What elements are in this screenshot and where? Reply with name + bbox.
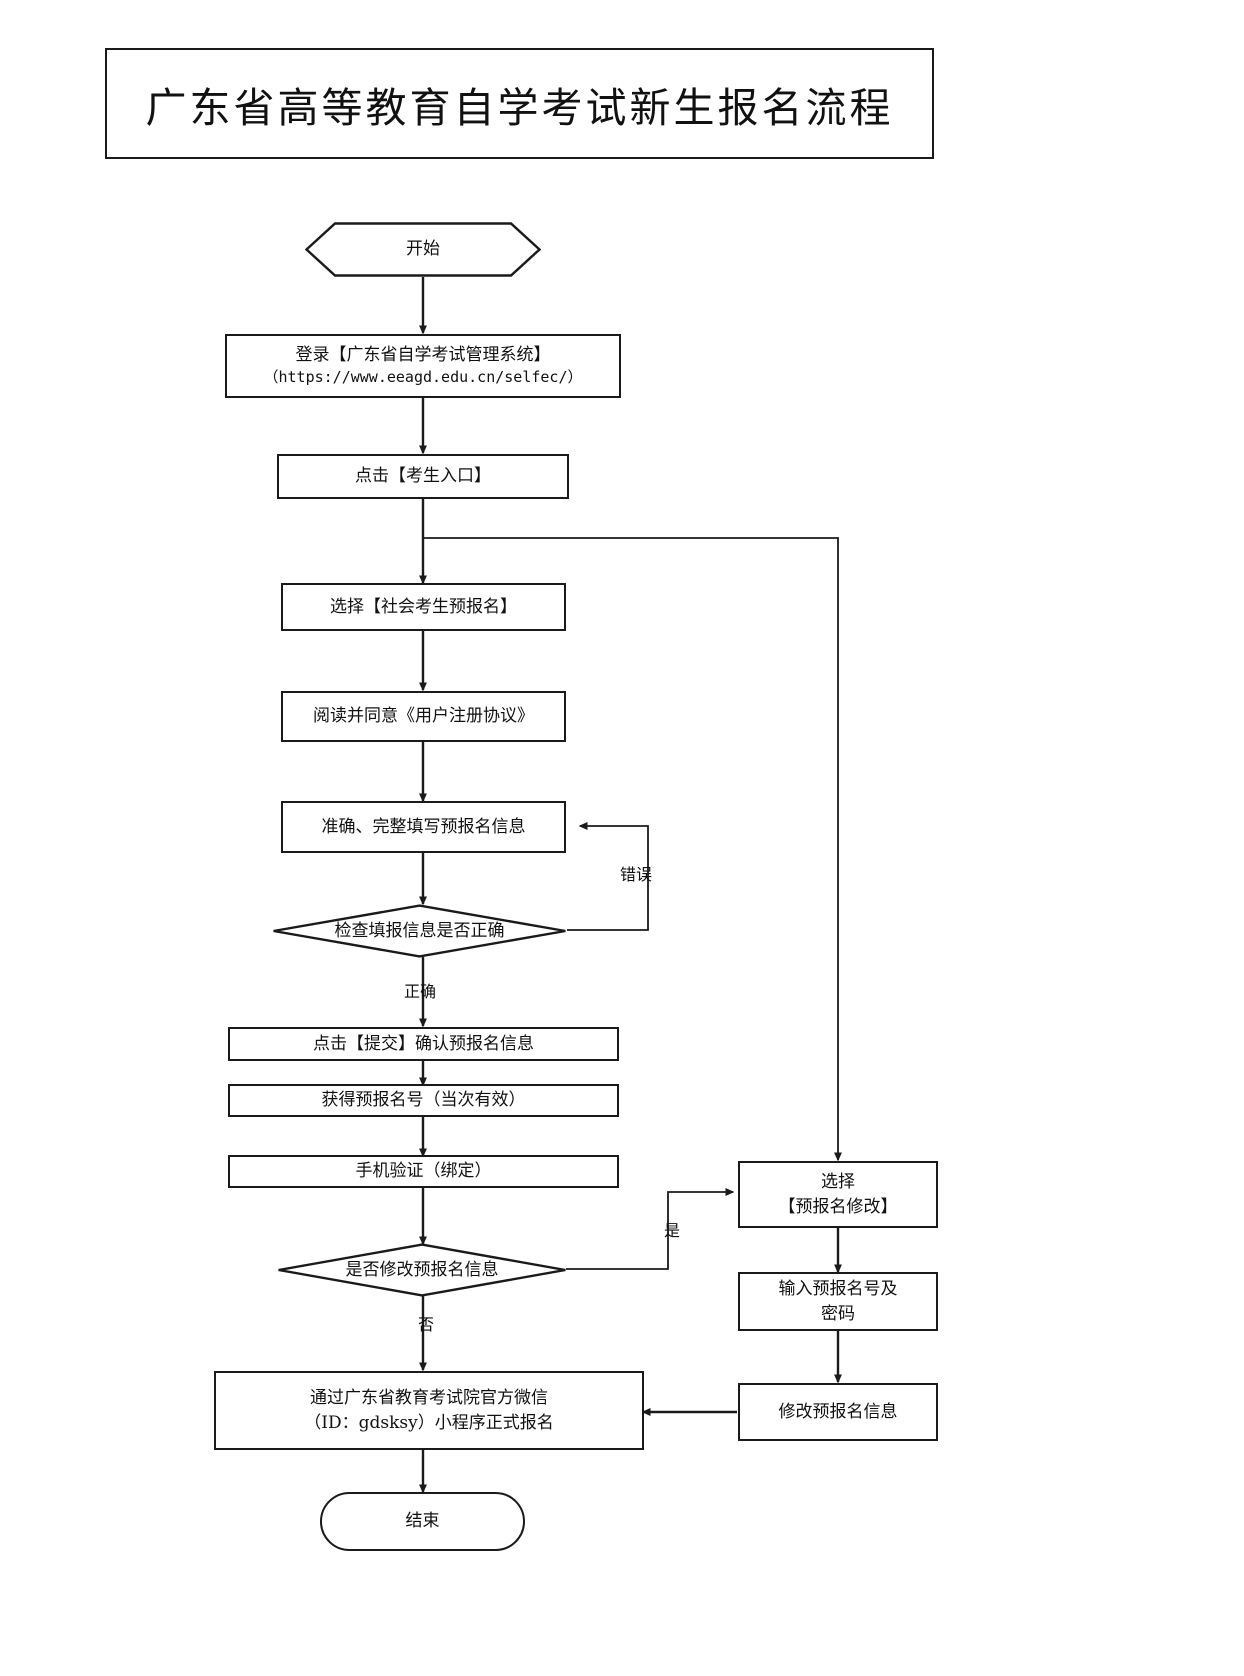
node-select-modify: 选择 【预报名修改】 [738, 1161, 938, 1228]
node-login-label-line1: 登录【广东省自学考试管理系统】 [295, 344, 551, 365]
diamond-shape [273, 904, 566, 958]
node-submit-confirm-label: 点击【提交】确认预报名信息 [313, 1033, 534, 1054]
node-get-prereg-number: 获得预报名号（当次有效） [228, 1084, 619, 1117]
node-get-prereg-number-label: 获得预报名号（当次有效） [321, 1090, 526, 1111]
node-start-label: 开始 [406, 239, 440, 260]
node-read-agreement: 阅读并同意《用户注册协议》 [281, 691, 566, 742]
node-modify-question-label: 是否修改预报名信息 [345, 1259, 499, 1280]
chart-title-box: 广东省高等教育自学考试新生报名流程 [105, 48, 934, 159]
hexagon-shape [305, 222, 541, 277]
node-login: 登录【广东省自学考试管理系统】 （https://www.eeagd.edu.c… [225, 334, 621, 398]
node-fill-info: 准确、完整填写预报名信息 [281, 801, 566, 853]
node-read-agreement-label: 阅读并同意《用户注册协议》 [313, 706, 534, 727]
node-modify-question: 是否修改预报名信息 [277, 1243, 567, 1297]
node-candidate-entry-label: 点击【考生入口】 [355, 466, 491, 487]
node-wechat-official-reg: 通过广东省教育考试院官方微信 （ID：gdsksy）小程序正式报名 [214, 1371, 644, 1450]
edge-label-correct-text: 正确 [404, 982, 437, 1001]
node-input-credentials: 输入预报名号及 密码 [738, 1272, 938, 1331]
node-wechat-label-line1: 通过广东省教育考试院官方微信 [310, 1387, 548, 1408]
node-phone-verify-label: 手机验证（绑定） [355, 1161, 492, 1182]
node-start: 开始 [305, 222, 541, 277]
node-login-label-line2: （https://www.eeagd.edu.cn/selfec/） [263, 368, 583, 387]
node-select-modify-label-line2: 【预报名修改】 [778, 1196, 898, 1217]
node-input-credentials-label-line2: 密码 [821, 1303, 855, 1324]
diamond-shape [278, 1243, 566, 1297]
edge-label-error: 错误 [620, 861, 652, 885]
node-select-modify-label-line1: 选择 [821, 1171, 855, 1192]
node-fill-info-label: 准确、完整填写预报名信息 [321, 816, 526, 837]
node-select-prereg: 选择【社会考生预报名】 [281, 583, 566, 631]
node-end: 结束 [320, 1492, 525, 1551]
edge-label-no: 否 [412, 1316, 436, 1332]
edge-label-no-text: 否 [415, 1316, 434, 1332]
node-check-info-label: 检查填报信息是否正确 [334, 920, 505, 941]
edge-label-correct: 正确 [404, 978, 436, 1002]
edge-label-yes: 是 [658, 1222, 682, 1238]
node-submit-confirm: 点击【提交】确认预报名信息 [228, 1027, 619, 1061]
node-phone-verify: 手机验证（绑定） [228, 1155, 619, 1188]
node-wechat-label-line2: （ID：gdsksy）小程序正式报名 [304, 1412, 554, 1433]
node-modify-info: 修改预报名信息 [738, 1383, 938, 1441]
page-title: 广东省高等教育自学考试新生报名流程 [145, 83, 894, 132]
node-end-label: 结束 [405, 1511, 440, 1532]
node-input-credentials-label-line1: 输入预报名号及 [778, 1278, 898, 1299]
node-modify-info-label: 修改预报名信息 [778, 1401, 898, 1422]
node-select-prereg-label: 选择【社会考生预报名】 [330, 596, 517, 617]
node-candidate-entry: 点击【考生入口】 [277, 454, 569, 499]
edge-label-yes-text: 是 [661, 1222, 680, 1238]
edge-label-error-text: 错误 [620, 865, 653, 884]
node-check-info: 检查填报信息是否正确 [272, 904, 567, 958]
